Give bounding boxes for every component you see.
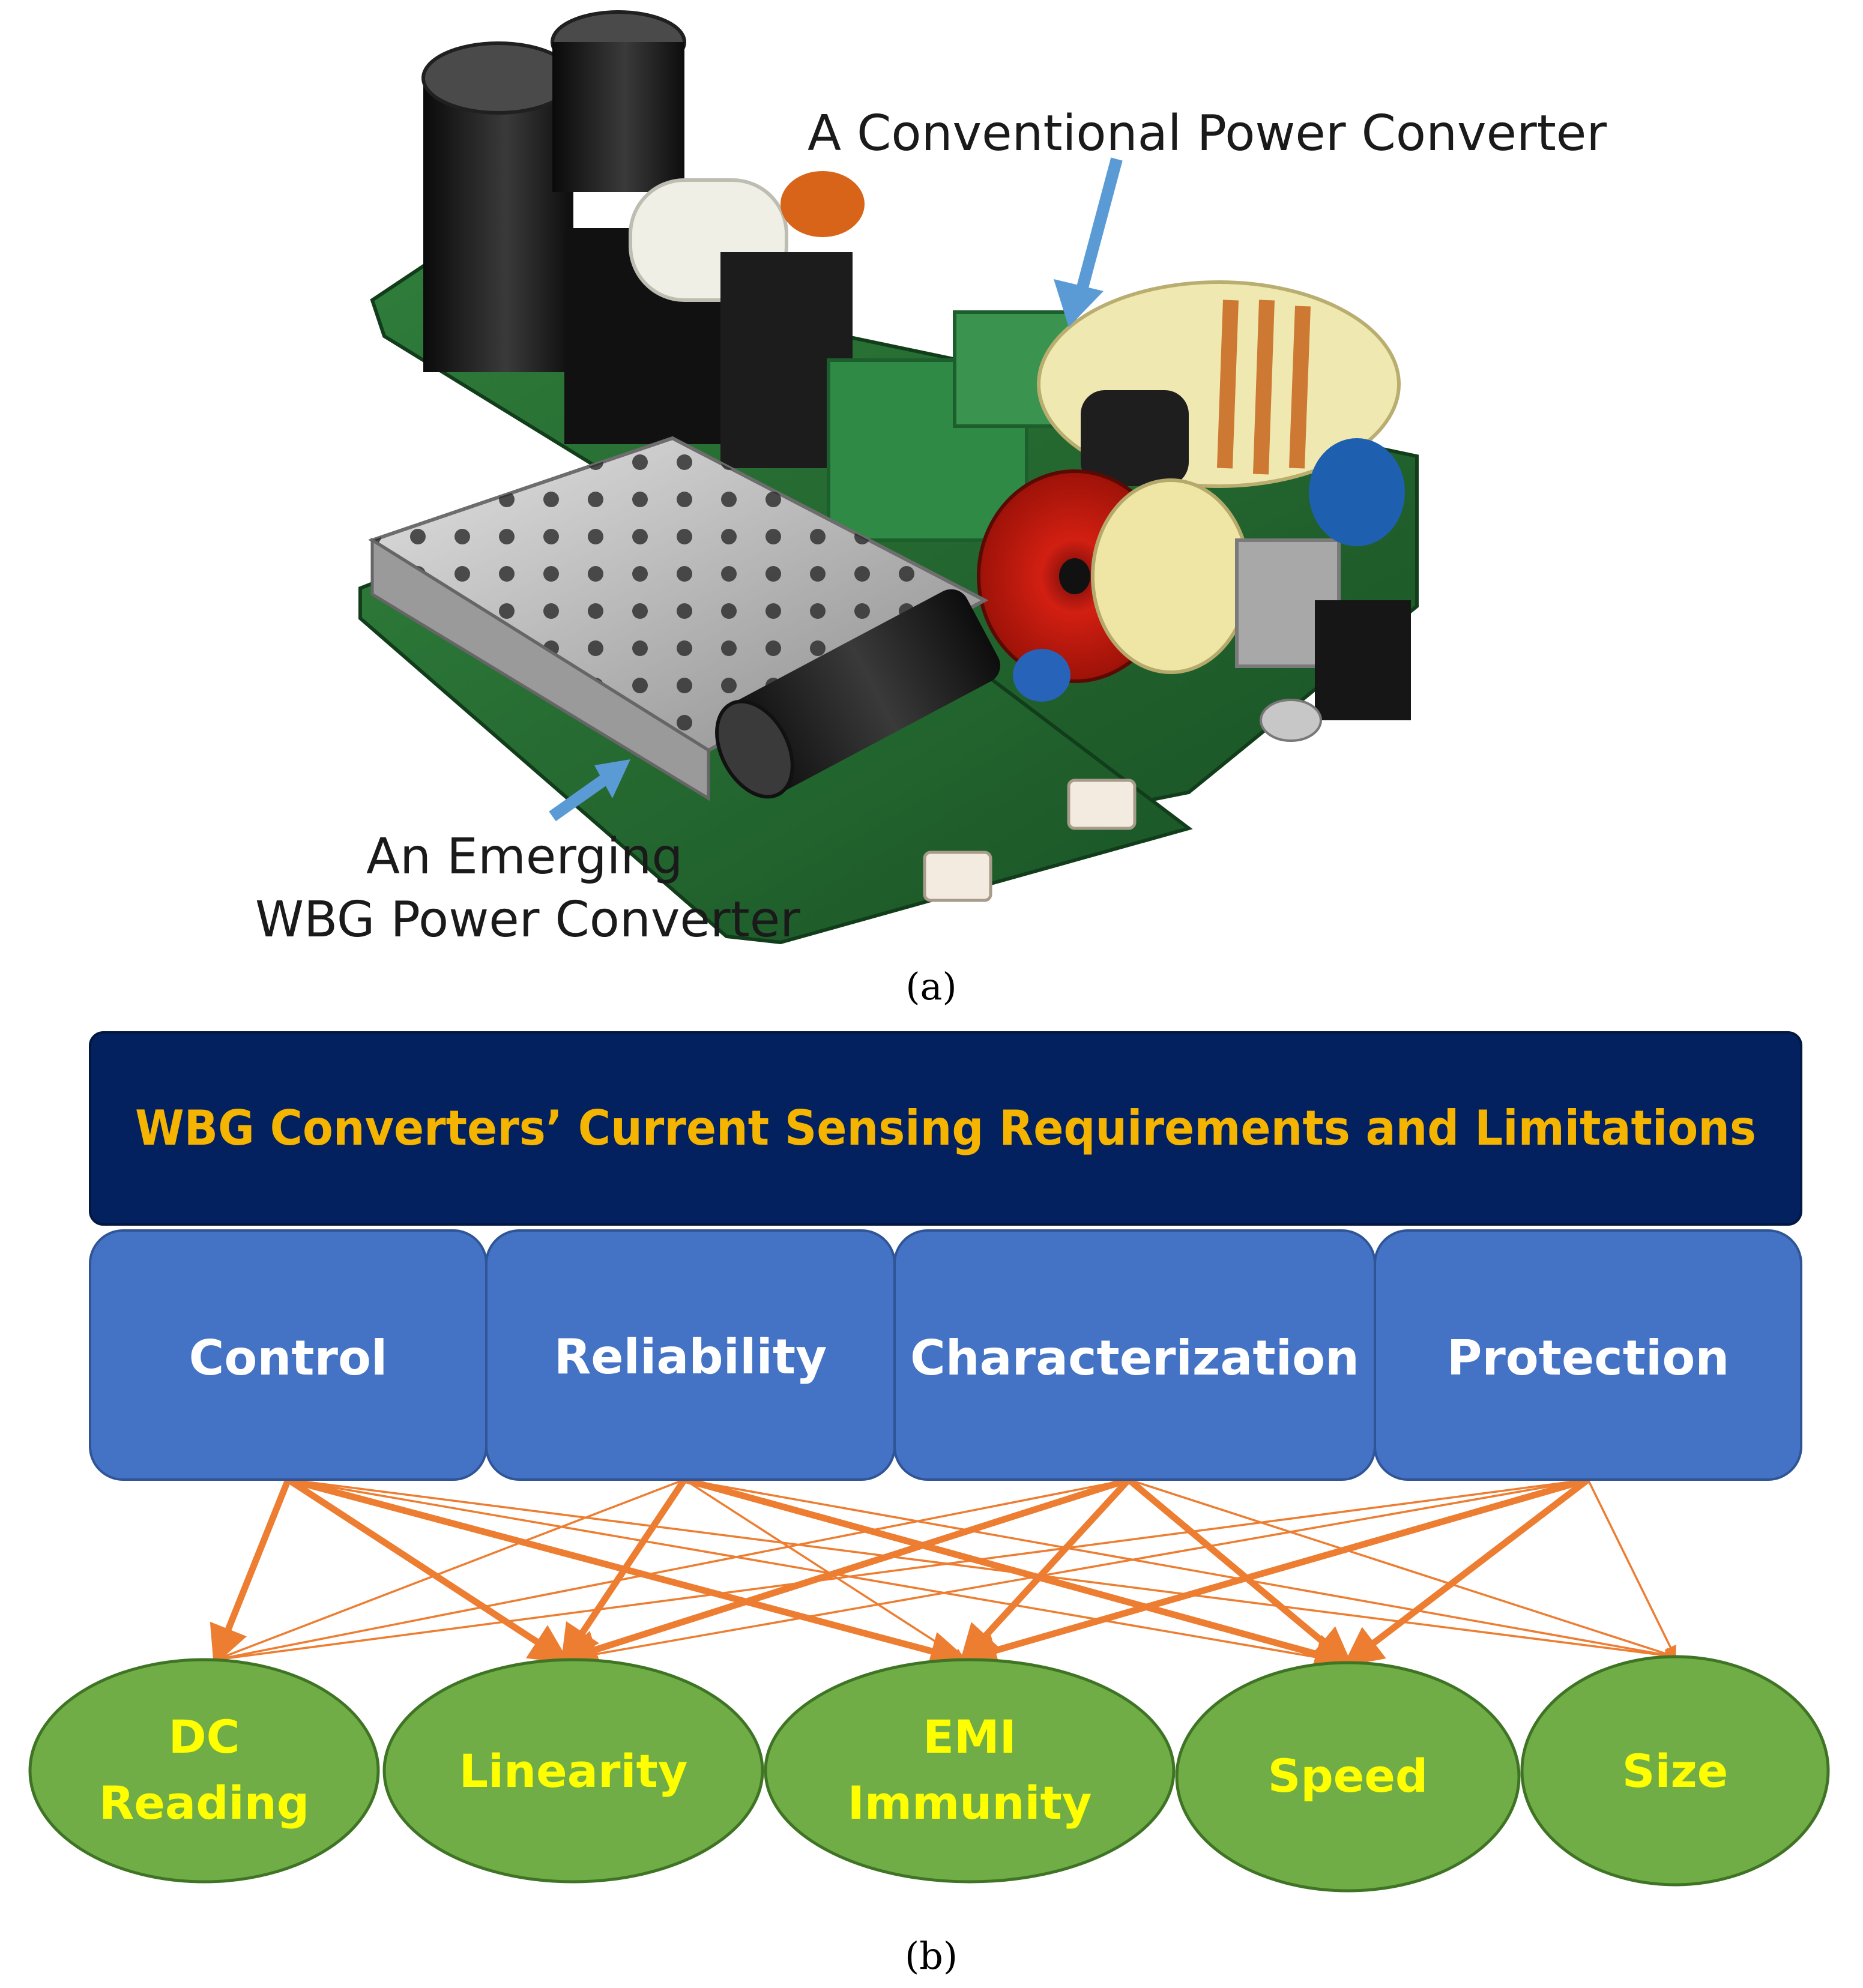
wbg-converter-board: [358, 436, 1193, 945]
label-conventional-converter: A Conventional Power Converter: [808, 105, 1607, 162]
requirement-label-dc-line2: Reading: [99, 1776, 309, 1830]
requirements-diagram: (a) WBG Converters’ Current Sensing Requ…: [28, 965, 1830, 1978]
link-characterization-to-emi-immunity: [959, 1477, 1132, 1665]
link-protection-to-dc-reading: [214, 1478, 1589, 1665]
requirement-node-size: [1520, 1655, 1830, 1887]
requirement-node-linearity: [382, 1658, 764, 1884]
header-title: WBG Converters’ Current Sensing Requirem…: [135, 1100, 1756, 1156]
callout-arrow-emerging: [549, 759, 630, 822]
link-control-to-dc-reading: [210, 1478, 292, 1666]
header-bar: [89, 1031, 1802, 1226]
link-reliability-to-speed: [683, 1476, 1354, 1673]
requirements-layer: DC Reading Linearity EMI Immunity Speed …: [28, 1655, 1830, 1893]
category-label-protection: Protection: [1447, 1330, 1730, 1386]
link-control-to-size: [288, 1478, 1677, 1662]
link-reliability-to-emi-immunity: [684, 1478, 965, 1661]
label-emerging-line1: An Emerging: [366, 828, 683, 885]
requirement-node-emi-immunity: [764, 1658, 1176, 1884]
link-protection-to-speed: [1342, 1477, 1590, 1667]
link-protection-to-linearity: [562, 1478, 1589, 1664]
link-control-to-speed: [288, 1478, 1350, 1667]
requirement-node-speed: [1175, 1661, 1521, 1893]
link-protection-to-size: [1587, 1479, 1676, 1659]
link-reliability-to-size: [684, 1478, 1677, 1661]
caption-a: (a): [905, 965, 956, 1008]
requirement-label-emi-line2: Immunity: [848, 1776, 1092, 1830]
link-characterization-to-dc-reading: [214, 1478, 1129, 1664]
diagram-panel: (a) WBG Converters’ Current Sensing Requ…: [0, 948, 1863, 1988]
photo-panel: A Conventional Power Converter An Emergi…: [0, 0, 1863, 948]
categories-layer: Control Reliability Characterization Pro…: [89, 1229, 1802, 1481]
requirement-node-dc-reading: [28, 1658, 380, 1884]
requirement-label-size: Size: [1622, 1744, 1729, 1798]
link-characterization-to-linearity: [558, 1476, 1130, 1669]
label-emerging-line2: WBG Power Converter: [255, 891, 800, 948]
category-label-characterization: Characterization: [910, 1330, 1359, 1386]
category-label-reliability: Reliability: [554, 1329, 827, 1385]
category-box-protection: [1374, 1229, 1802, 1481]
links-layer: [210, 1476, 1677, 1673]
requirement-label-linearity: Linearity: [459, 1744, 688, 1798]
link-characterization-to-speed: [1126, 1477, 1353, 1667]
link-reliability-to-dc-reading: [214, 1478, 685, 1662]
conventional-converter-board: [370, 10, 1419, 807]
link-reliability-to-linearity: [560, 1477, 687, 1666]
requirement-label-speed: Speed: [1268, 1749, 1428, 1803]
link-characterization-to-size: [1128, 1478, 1677, 1660]
category-label-control: Control: [189, 1330, 388, 1386]
requirement-label-emi-line1: EMI: [923, 1710, 1016, 1764]
link-protection-to-emi-immunity: [957, 1476, 1589, 1670]
requirement-label-dc-line1: DC: [169, 1710, 240, 1764]
caption-b: (b): [905, 1934, 958, 1978]
converter-photo: A Conventional Power Converter An Emergi…: [255, 10, 1607, 948]
callout-arrow-conventional: [1054, 157, 1123, 327]
link-control-to-linearity: [286, 1477, 570, 1664]
